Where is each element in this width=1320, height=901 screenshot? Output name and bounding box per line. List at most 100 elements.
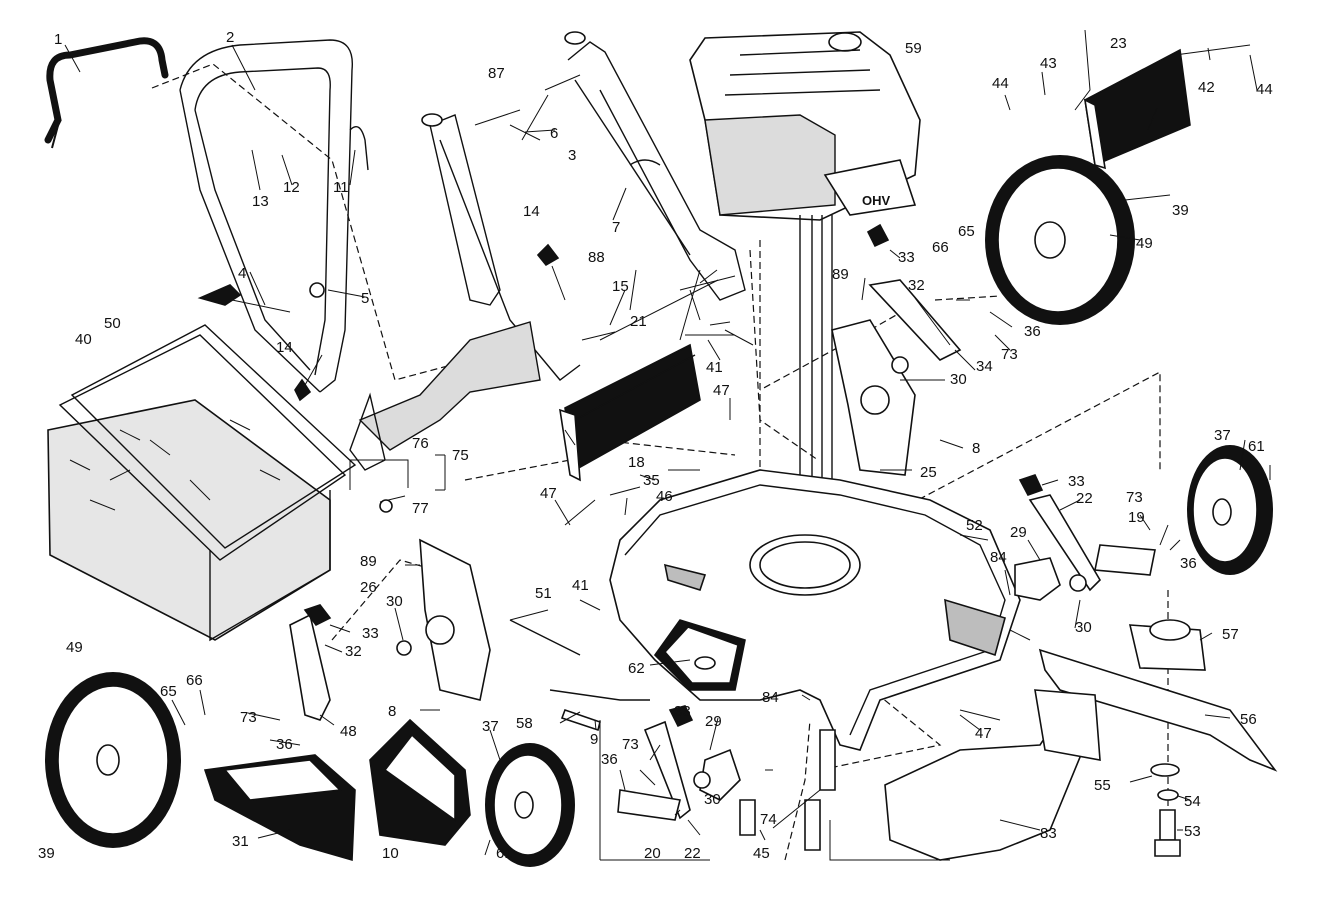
- callout-11: 11: [333, 179, 349, 196]
- callout-13: 13: [252, 193, 269, 210]
- callout-1: 1: [54, 31, 62, 48]
- deck-skirts: [884, 689, 1101, 861]
- callout-26: 26: [360, 579, 377, 596]
- callout-73-c: 73: [240, 709, 257, 726]
- callout-65-b: 65: [160, 683, 177, 700]
- callout-89-b: 89: [360, 553, 377, 570]
- callout-89-a: 89: [832, 266, 849, 283]
- callout-47-a: 47: [713, 382, 730, 399]
- callout-61-a: 61: [1248, 438, 1265, 455]
- callout-52: 52: [966, 517, 983, 534]
- callout-37-b: 37: [482, 718, 499, 735]
- assembly-lines: [151, 29, 1251, 861]
- callout-30-a: 30: [950, 371, 967, 388]
- callout-76: 76: [412, 435, 429, 452]
- callout-34: 34: [976, 358, 993, 375]
- callout-33-d: 33: [674, 703, 691, 720]
- callout-23: 23: [1110, 35, 1127, 52]
- engine-marking: OHV: [862, 193, 891, 208]
- callout-36-c: 36: [276, 736, 293, 753]
- height-adjusters: [289, 223, 1156, 821]
- callout-30-d: 30: [704, 791, 721, 808]
- rear-flap: [559, 343, 701, 482]
- callout-73-d: 73: [622, 736, 639, 753]
- callout-21: 21: [630, 313, 647, 330]
- callout-84-b: 84: [762, 689, 779, 706]
- callout-59: 59: [905, 40, 922, 57]
- callout-87: 87: [488, 65, 505, 82]
- callout-66-a: 66: [932, 239, 949, 256]
- callout-9: 9: [590, 731, 598, 748]
- callout-55: 55: [1094, 777, 1111, 794]
- callout-74: 74: [760, 811, 777, 828]
- callout-32-a: 32: [908, 277, 925, 294]
- callout-6: 6: [550, 125, 558, 142]
- upper-handle: [179, 39, 354, 393]
- callout-47-b: 47: [540, 485, 557, 502]
- callout-14-a: 14: [523, 203, 540, 220]
- callout-25: 25: [920, 464, 937, 481]
- control-bar: [44, 37, 169, 149]
- callout-46: 46: [656, 488, 673, 505]
- callout-83: 83: [1040, 825, 1057, 842]
- wheel-front-left: [485, 743, 575, 867]
- callout-2: 2: [226, 29, 234, 46]
- callout-36-d: 36: [601, 751, 618, 768]
- callout-8-a: 8: [972, 440, 980, 457]
- wheel-rear-left: [45, 672, 181, 848]
- rear-skirt: [203, 754, 356, 862]
- callout-5: 5: [361, 290, 369, 307]
- callout-22-a: 22: [1076, 490, 1093, 507]
- callout-30-b: 30: [1075, 619, 1092, 636]
- callout-14-b: 14: [276, 339, 293, 356]
- callout-42: 42: [1198, 79, 1215, 96]
- callout-53: 53: [1184, 823, 1201, 840]
- side-deflector: [1083, 48, 1191, 170]
- callout-7: 7: [612, 219, 620, 236]
- callout-54: 54: [1184, 793, 1201, 810]
- callout-leaders: [54, 44, 1271, 856]
- callout-22-b: 22: [684, 845, 701, 862]
- callout-62: 62: [628, 660, 645, 677]
- callout-30-c: 30: [386, 593, 403, 610]
- callout-15: 15: [612, 278, 629, 295]
- callout-47-c: 47: [975, 725, 992, 742]
- axles-hardware: [396, 356, 1087, 851]
- callout-45: 45: [753, 845, 770, 862]
- grass-bag: [47, 324, 357, 642]
- callout-73-a: 73: [1001, 346, 1018, 363]
- callout-57: 57: [1222, 626, 1239, 643]
- callout-41-b: 41: [572, 577, 589, 594]
- callout-48: 48: [340, 723, 357, 740]
- wheel-rear-right: [985, 155, 1135, 325]
- callout-29-a: 29: [1010, 524, 1027, 541]
- callout-43: 43: [1040, 55, 1057, 72]
- callout-50: 50: [104, 315, 121, 332]
- callout-39-a: 39: [1172, 202, 1189, 219]
- callout-36-b: 36: [1180, 555, 1197, 572]
- callout-58: 58: [516, 715, 533, 732]
- callout-65-a: 65: [958, 223, 975, 240]
- callout-8-b: 8: [388, 703, 396, 720]
- callout-32-b: 32: [345, 643, 362, 660]
- callout-10: 10: [382, 845, 399, 862]
- callout-49-b: 49: [66, 639, 83, 656]
- callout-36-a: 36: [1024, 323, 1041, 340]
- callout-18: 18: [628, 454, 645, 471]
- callout-73-b: 73: [1126, 489, 1143, 506]
- callout-49-a: 49: [1136, 235, 1153, 252]
- callout-77: 77: [412, 500, 429, 517]
- callout-88: 88: [588, 249, 605, 266]
- callout-19: 19: [1128, 509, 1145, 526]
- callout-44-b: 44: [1256, 81, 1273, 98]
- callout-33-b: 33: [1068, 473, 1085, 490]
- callout-44-a: 44: [992, 75, 1009, 92]
- mulch-cover: [369, 718, 471, 846]
- callout-39-b: 39: [38, 845, 55, 862]
- callout-41-a: 41: [706, 359, 723, 376]
- callout-35: 35: [643, 472, 660, 489]
- callout-51: 51: [535, 585, 552, 602]
- blade-assembly: [1038, 619, 1278, 857]
